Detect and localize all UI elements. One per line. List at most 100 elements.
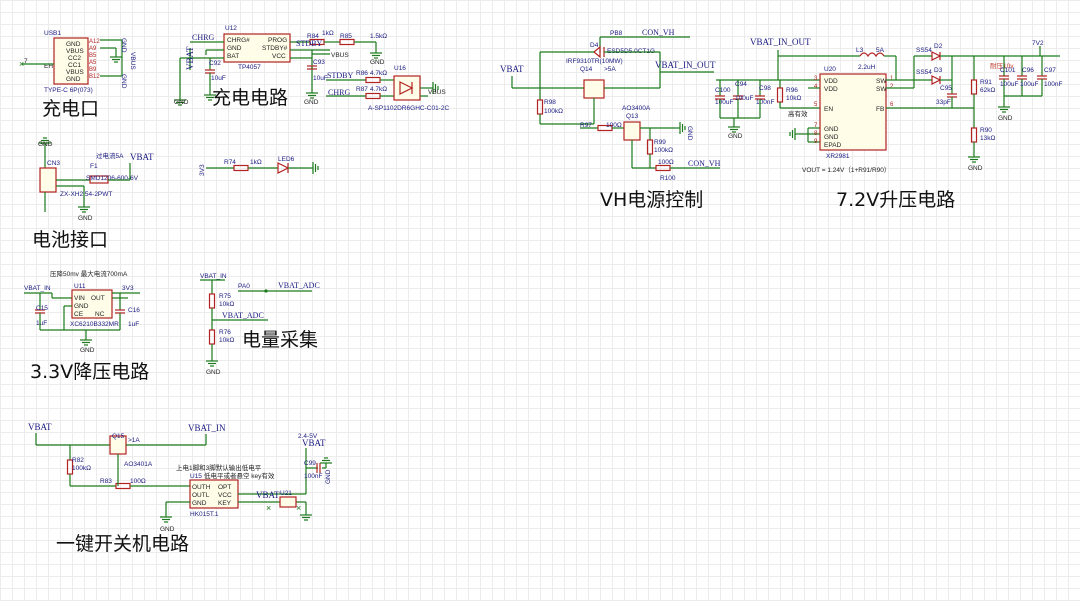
boost-formula: VOUT = 1.24V（1+R91/R90） [802,166,890,174]
q13-mosfet [623,121,641,141]
charger-net-chrg: CHRG [192,33,214,42]
r96-ref: R96 [786,87,798,94]
r90-val: 13kΩ [980,135,995,142]
ss54-1: SS54 [916,47,932,54]
usb-pinnum-0: A12 [89,39,100,45]
r85-ref: R85 [340,33,352,40]
onekey-vbat: VBAT [28,422,52,432]
section-title-usb: 充电口 [42,98,99,120]
charger-net-vbus: VBUS [331,52,349,59]
onekey-vcc: 2.4-5V [298,433,318,440]
u21-key[interactable] [279,496,297,508]
section-title-battery: 电池接口 [32,229,108,251]
onekey-note1: 上电1脚和3脚默认输出低电平 [176,463,262,472]
c16-ref: C16 [128,307,140,314]
r82-ref: R82 [72,457,84,464]
boost-block: VBAT_IN_OUT L3 5A 2.2uH C100 100uF C94 1… [714,37,1062,211]
u20-pin-fb: FB [876,106,884,113]
r99-ref: R99 [654,139,666,146]
q13-ref: Q13 [626,113,639,120]
fuse-part: SMD1206-600-6V [86,175,139,182]
battery-gnd: GND [78,215,93,222]
usb-pin-3: CC1 [68,62,81,69]
usb-pin-5: GND [66,76,81,83]
led-net: 3V3 [199,164,206,176]
u15-pin-gnd: GND [192,500,207,507]
u20-pinnum-6: 6 [890,102,894,108]
r82-val: 100kΩ [72,465,91,472]
ldo-pin-vin: VIN [74,295,85,302]
d4-ref: D4 [590,42,599,49]
r96-val: 10kΩ [786,95,801,102]
u20-pin-gnd1: GND [824,126,839,133]
u16-part: A-SP1102DR6GHC-C01-2C [368,105,449,112]
adc-junction [264,289,268,293]
battery-gnd-top: GND [38,141,53,148]
r100-val: 100Ω [658,159,674,166]
u20-pinnum-8: 8 [814,131,818,137]
u20-pin-vdd1: VDD [824,78,838,85]
r98-ref: R98 [544,99,556,106]
c98-val: 100nF [756,99,774,106]
usb-pin-2: CC2 [68,55,81,62]
boost-gnd3: GND [998,115,1013,122]
r85-gnd: GND [370,59,385,66]
charger-pin-bat: BAT [227,53,239,60]
charger-net-stdby: STDBY [296,39,322,48]
c95-ref: C95 [940,85,952,92]
c99-val: 100nF [304,473,322,480]
c92-ref: C92 [209,60,221,67]
u20-pinnum-5: 5 [814,102,818,108]
c96-ref: C96 [1022,67,1034,74]
d4-icon [593,45,601,59]
r97-ref: R97 [580,122,592,129]
vh-con2: CON_VH [688,159,721,168]
usb-pinnum-1: A9 [89,46,97,52]
r86-net: STDBY [327,71,353,80]
charger-pin-vcc: VCC [272,53,286,60]
q15-part: AO3401A [124,461,153,468]
c101-val: 100uF [1000,81,1018,88]
c93-val: 10uF [313,75,328,82]
usb-connector [53,37,89,85]
r87-ref: R87 [356,86,368,93]
charger-pin-chrg: CHRG# [227,37,250,44]
l3-val: 2.2uH [858,64,876,71]
u15-pin-opt: OPT [218,484,231,491]
c98-ref: C98 [759,85,771,92]
onekey-vbat-in: VBAT_IN [188,423,226,433]
c97-ref: C97 [1044,67,1056,74]
c92-val: 10uF [211,75,226,82]
r75-ref: R75 [219,293,231,300]
boost-out: 7V2 [1032,40,1044,47]
l3-note: 5A [876,47,885,54]
vh-vbat-in-out: VBAT_IN_OUT [655,60,716,70]
r97-val: 100Ω [606,122,622,129]
battery-connector [39,167,57,193]
led6-icon [277,162,290,174]
onekey-vbat3: VBAT [256,490,280,500]
vh-con: CON_VH [642,28,675,37]
adc-net: VBAT_ADC [222,311,264,320]
section-title-ldo: 3.3V降压电路 [30,361,149,383]
q15-note: >1A [128,437,140,444]
q14-note: >5A [604,66,616,73]
charger-pin-gnd: GND [227,45,242,52]
battery-vbat: VBAT [130,152,154,162]
ldo-part: XC6210B332MR [70,321,119,328]
vh-vbat: VBAT [500,64,524,74]
r74-ref: R74 [224,159,236,166]
u15-pin-key: KEY [218,500,232,507]
u20-ic [819,73,887,151]
u15-ref: U15 [190,473,202,480]
c94-val: 100uF [735,95,753,102]
boost-gnd1: GND [728,133,743,140]
u20-pin-sw1: SW [876,78,887,85]
section-title-vh: VH电源控制 [600,189,703,211]
charger-block: U12 TP4057 CHRG# GND BAT PROG STDBY# VCC… [173,25,449,112]
c100-ref: C100 [715,87,731,94]
u15-part: HK015T.1 [190,511,219,518]
q13-gnd: GND [686,126,693,141]
d2-ref: D2 [934,43,943,50]
q14-ref: Q14 [580,66,593,73]
